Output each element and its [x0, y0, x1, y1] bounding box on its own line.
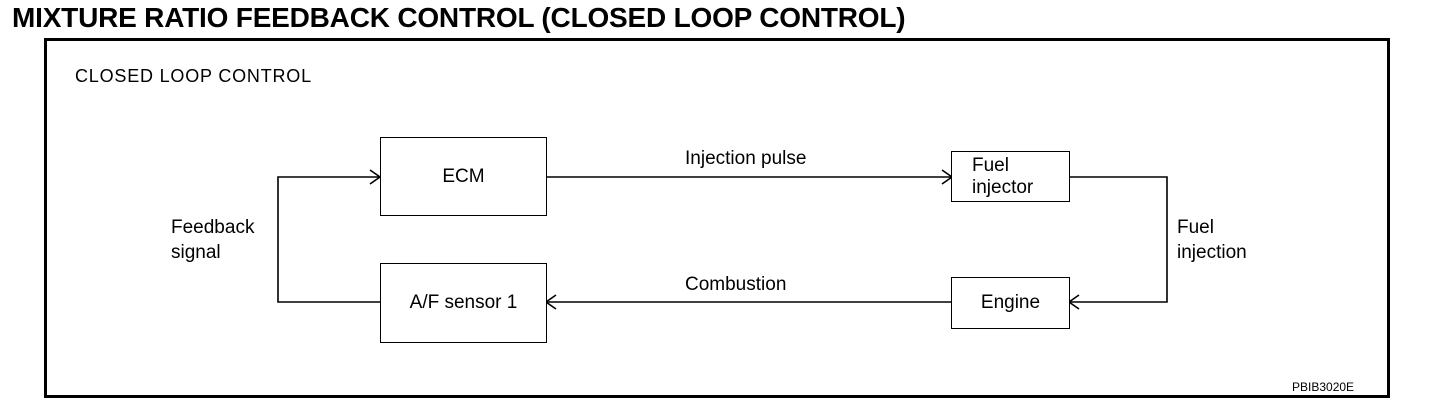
fuel-injector-box: Fuel injector: [951, 151, 1070, 202]
feedback-signal-label-line1: Feedback: [171, 217, 255, 238]
ecm-label: ECM: [442, 165, 485, 187]
ecm-box: ECM: [380, 137, 547, 216]
engine-box: Engine: [951, 277, 1070, 329]
figure-code: PBIB3020E: [1292, 380, 1355, 394]
fuel-injection-label-line1: Fuel: [1177, 217, 1214, 238]
fuel-injection-label: Fuel injection: [1177, 215, 1247, 265]
feedback-signal-label: Feedback signal: [171, 215, 254, 265]
fuel-injector-label-line1: Fuel: [972, 154, 1009, 176]
connector-fuel-injection: [1069, 176, 1168, 303]
combustion-label: Combustion: [685, 274, 787, 295]
fuel-injection-label-line2: injection: [1177, 242, 1247, 263]
af-sensor-label: A/F sensor 1: [409, 292, 518, 313]
page-title: MIXTURE RATIO FEEDBACK CONTROL (CLOSED L…: [12, 2, 906, 33]
section-label: CLOSED LOOP CONTROL: [75, 66, 312, 86]
injection-pulse-label: Injection pulse: [685, 148, 807, 169]
af-sensor-box: A/F sensor 1: [380, 263, 547, 343]
connector-feedback-signal: [277, 176, 380, 303]
feedback-signal-label-line2: signal: [171, 242, 221, 263]
fuel-injector-label-line2: injector: [972, 176, 1034, 198]
diagram-frame: [44, 38, 1390, 398]
engine-label: Engine: [980, 292, 1041, 313]
